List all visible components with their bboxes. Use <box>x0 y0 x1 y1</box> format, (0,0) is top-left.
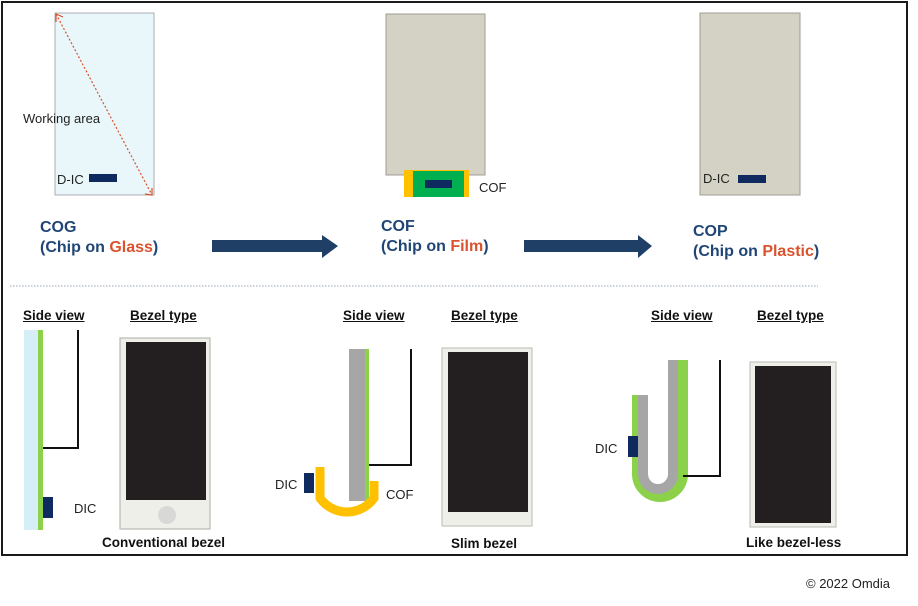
cop-abbr: COP <box>693 223 728 240</box>
bezel-type-header: Bezel type <box>757 308 824 323</box>
working-area-label: Working area <box>23 111 101 126</box>
cof-abbr: COF <box>381 218 415 235</box>
bezel-type-header: Bezel type <box>130 308 197 323</box>
gray-layer <box>349 349 365 501</box>
cof-title: COF (Chip on Film) <box>381 217 489 257</box>
phone-screen <box>126 342 206 500</box>
home-button <box>158 506 176 524</box>
phone-screen <box>755 366 831 523</box>
side-view-header: Side view <box>651 308 713 323</box>
frame-line <box>683 360 721 477</box>
cog-dic-label: D-IC <box>57 172 84 187</box>
cog-dic-chip <box>89 174 117 182</box>
dic-chip <box>304 473 314 493</box>
cof-dic-chip <box>425 180 452 188</box>
copyright: © 2022 Omdia <box>806 576 891 591</box>
cop-dic-chip <box>738 175 766 183</box>
caption-slim: Slim bezel <box>451 536 518 551</box>
side-view-header: Side view <box>343 308 405 323</box>
dic-label: DIC <box>74 501 97 516</box>
side-view-header: Side view <box>23 308 85 323</box>
arrow-right-icon <box>524 235 652 258</box>
dic-label: DIC <box>595 441 618 456</box>
dic-chip <box>43 497 53 518</box>
cof-label: COF <box>386 487 414 502</box>
cop-dic-label: D-IC <box>703 171 730 186</box>
bezel-type-header: Bezel type <box>451 308 518 323</box>
arrow-right-icon <box>212 235 338 258</box>
cof-film-bend <box>315 467 379 517</box>
cog-subtitle: (Chip on Glass) <box>40 239 159 256</box>
glass-layer <box>24 330 38 530</box>
cof-film-label: COF <box>479 180 507 195</box>
cop-title: COP (Chip on Plastic) <box>693 222 819 262</box>
green-layer <box>38 330 43 530</box>
dic-label: DIC <box>275 477 298 492</box>
cop-panel <box>699 12 801 196</box>
frame-line <box>43 330 79 449</box>
diagram-frame <box>1 1 908 556</box>
cof-panel <box>385 13 486 176</box>
caption-bezel-less: Like bezel-less <box>746 535 842 550</box>
caption-conventional: Conventional bezel <box>102 535 226 550</box>
plastic-bend-core <box>638 360 678 494</box>
green-layer <box>365 349 369 501</box>
cof-subtitle: (Chip on Film) <box>381 238 489 255</box>
frame-line <box>369 349 412 466</box>
cog-title: COG (Chip on Glass) <box>40 218 158 258</box>
dic-chip <box>628 436 638 457</box>
phone-screen <box>448 352 528 512</box>
cop-subtitle: (Chip on Plastic) <box>693 243 820 260</box>
working-area-arrow <box>55 13 153 196</box>
cog-abbr: COG <box>40 219 77 236</box>
